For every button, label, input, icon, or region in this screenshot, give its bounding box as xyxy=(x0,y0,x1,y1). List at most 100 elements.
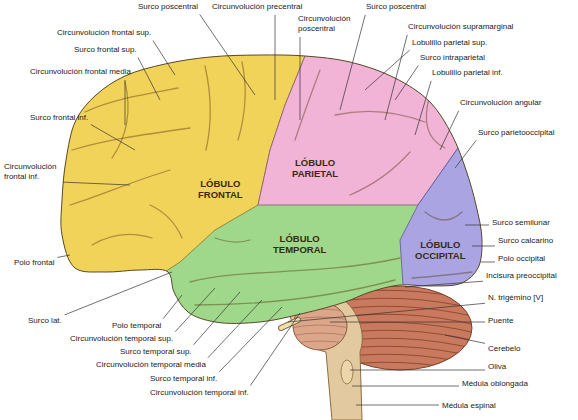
leader-line xyxy=(472,246,495,247)
leader-line xyxy=(288,303,485,322)
cerebrum xyxy=(0,0,578,323)
leader-line xyxy=(125,80,126,125)
sulcus-line xyxy=(350,152,410,195)
occipital-lobe xyxy=(400,60,578,300)
structure-label: Surco temporal sup. xyxy=(120,347,192,357)
leader-line xyxy=(200,14,255,95)
leader-line xyxy=(63,182,130,185)
leader-line xyxy=(455,140,476,168)
frontal-lobe xyxy=(0,0,305,300)
structure-label: Surco parietooccipital xyxy=(478,128,554,138)
structure-label: Lobulillo parietal inf. xyxy=(432,68,503,78)
structure-label: Circunvolución frontal sup. xyxy=(57,28,151,38)
sulci xyxy=(70,62,472,305)
structure-label: Lobulillo parietal sup. xyxy=(412,38,487,48)
cerebrum-outline xyxy=(61,55,482,324)
sulcus-line xyxy=(295,70,320,140)
leader-line xyxy=(91,125,135,151)
striation xyxy=(290,341,350,344)
leader-line xyxy=(175,288,215,332)
sulcus-line xyxy=(426,95,445,148)
leader-line xyxy=(57,255,70,257)
lobe-name: LÓBULO TEMPORAL xyxy=(273,233,326,255)
structure-label: Surco poscentral xyxy=(366,2,426,12)
lobe-name: LÓBULO OCCIPITAL xyxy=(415,239,465,261)
lobe-name: LÓBULO PARIETAL xyxy=(292,157,338,179)
structure-label: Oliva xyxy=(488,362,506,372)
structure-label: Circunvolución temporal inf. xyxy=(150,388,249,398)
sulcus-line xyxy=(412,272,472,278)
leader-line xyxy=(395,65,418,100)
leader-line xyxy=(153,41,175,75)
leader-line xyxy=(445,335,485,343)
sulcus-line xyxy=(190,258,400,282)
leader-line xyxy=(138,58,160,100)
sulcus-line xyxy=(85,88,178,112)
sulcus-line xyxy=(70,170,170,205)
sulcus-line xyxy=(335,111,425,122)
leader-line xyxy=(350,370,485,371)
structure-label: Puente xyxy=(488,316,513,326)
structure-label: Surco semilunar xyxy=(492,218,550,228)
structure-label: Médula espinal xyxy=(442,401,496,411)
structure-label: Surco frontal inf. xyxy=(30,113,88,123)
structure-label: Polo temporal xyxy=(112,321,161,331)
leader-line xyxy=(356,405,439,406)
parietal-lobe xyxy=(258,0,578,205)
leader-line xyxy=(330,322,485,323)
structure-label: Circunvolución temporal media xyxy=(96,360,206,370)
structure-label: Circunvolución poscentral xyxy=(298,14,356,34)
structure-label: Surco temporal inf. xyxy=(150,374,217,384)
sulcus-line xyxy=(92,234,152,245)
sulcus-line xyxy=(425,212,462,220)
structure-label: Cerebelo xyxy=(488,344,520,354)
structure-label: Surco intraparietal xyxy=(420,53,485,63)
lobe-name: LÓBULO FRONTAL xyxy=(198,178,243,200)
structure-label: Circunvolución frontal media xyxy=(30,67,131,77)
olive-shape xyxy=(341,360,353,384)
leader-line xyxy=(275,15,276,100)
leader-line xyxy=(65,272,172,315)
leader-line xyxy=(365,50,410,90)
structure-label: N. trigémino [V] xyxy=(488,293,543,303)
leader-line xyxy=(415,81,431,135)
leader-line xyxy=(385,35,407,120)
structure-label: Polo frontal xyxy=(14,258,54,268)
sulcus-line xyxy=(215,238,250,242)
sulcus-line xyxy=(150,205,182,238)
structure-label: Surco calcarino xyxy=(498,236,553,246)
striation xyxy=(290,325,350,328)
leader-line xyxy=(352,386,459,387)
structure-label: Circunvolución angular xyxy=(460,98,541,108)
leader-line xyxy=(481,262,495,263)
sulcus-line xyxy=(195,280,395,305)
structure-label: Circunvolución precentral xyxy=(212,2,302,12)
leader-line xyxy=(163,295,182,319)
leader-line xyxy=(440,111,459,150)
leader-line xyxy=(194,292,240,345)
leader-line xyxy=(219,307,282,372)
leader-line xyxy=(250,313,300,386)
leader-line xyxy=(208,300,262,358)
sulcus-line xyxy=(72,128,190,150)
leader-line xyxy=(340,15,365,110)
structure-label: Médula oblongada xyxy=(462,379,528,389)
sulcus-line xyxy=(205,66,210,150)
sulcus-line xyxy=(238,62,245,140)
striation xyxy=(290,333,350,336)
sulcus-line xyxy=(112,82,128,158)
structure-label: Surco frontal sup. xyxy=(74,45,137,55)
structure-label: Circunvolución supramarginal xyxy=(408,22,513,32)
structure-label: Circunvolución temporal sup. xyxy=(70,334,173,344)
leader-line xyxy=(465,225,489,226)
structure-label: Incisura preoccipital xyxy=(486,271,557,281)
structure-label: Circunvolución frontal inf. xyxy=(4,162,60,182)
leader-line xyxy=(405,281,483,287)
structure-label: Surco lat. xyxy=(28,316,62,326)
leader-line xyxy=(300,37,301,120)
structure-label: Surco poscentral xyxy=(138,2,198,12)
